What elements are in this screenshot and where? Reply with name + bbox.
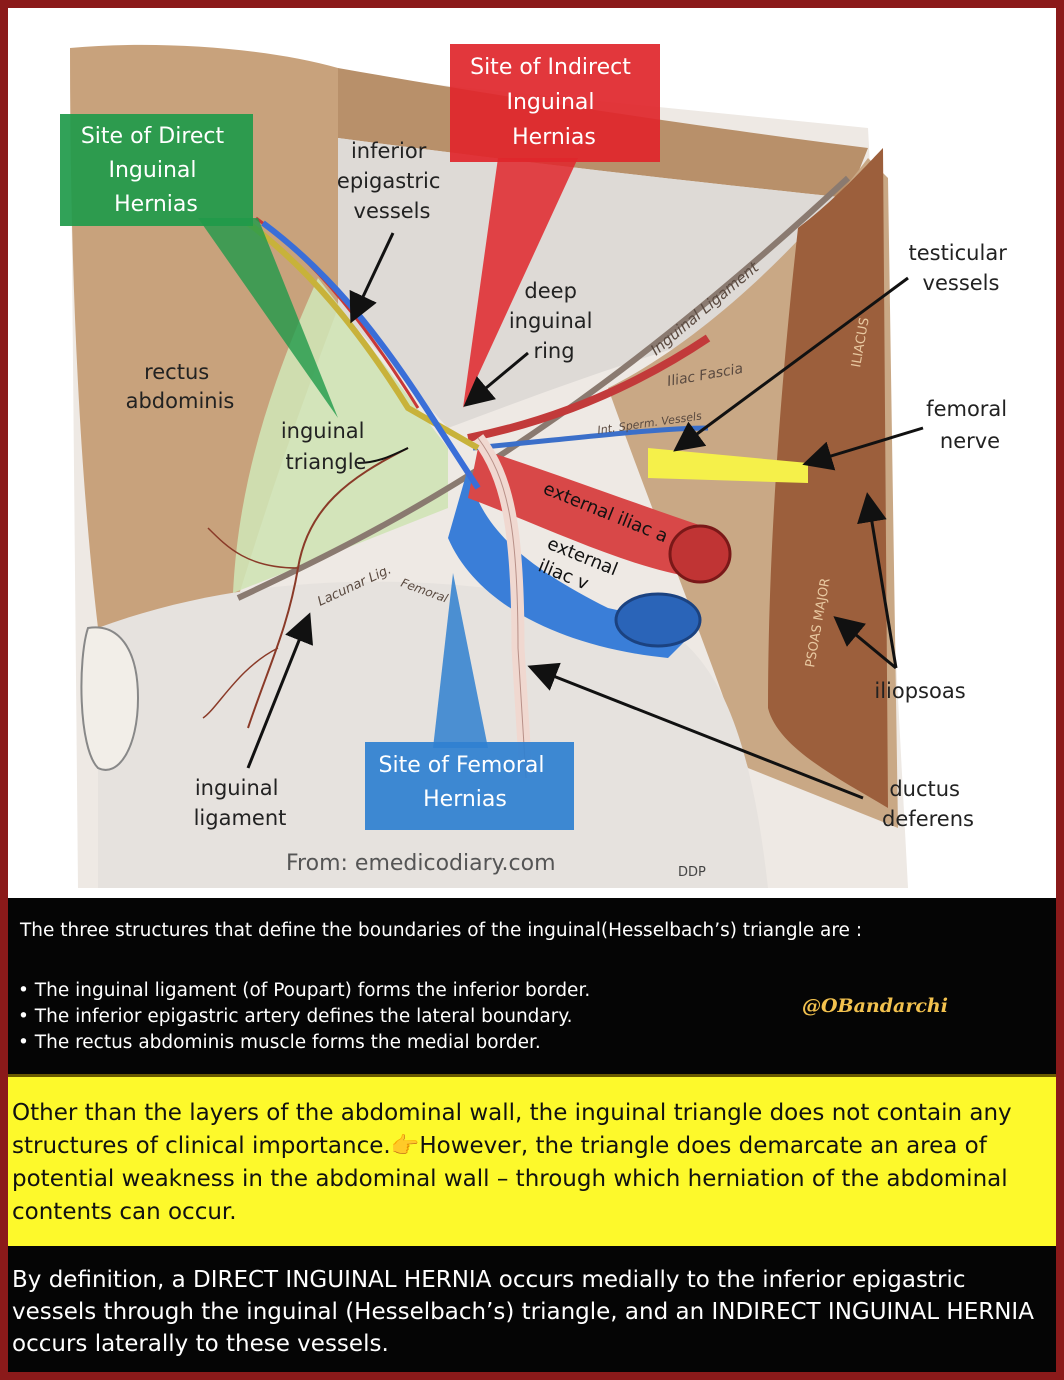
testicular-label: testicular vessels (908, 241, 1013, 295)
testicular-vessels (467, 334, 711, 442)
peritoneum (338, 138, 848, 428)
ductus-outline (477, 437, 527, 779)
boundaries-intro: The three structures that define the bou… (20, 920, 863, 941)
bullet-medial-border: • The rectus abdominis muscle forms the … (18, 1032, 541, 1053)
pubic-bone (80, 626, 140, 771)
iliopsoas-leader-2 (857, 492, 898, 669)
definition-text: By definition, a DIRECT INGUINAL HERNIA … (12, 1267, 1034, 1357)
inferior-epigastric-vessels (246, 220, 480, 451)
iliopsoas-leader-1 (833, 616, 897, 670)
boundaries-panel: The three structures that define the bou… (8, 898, 1056, 1074)
iliopsoas-label: iliopsoas (874, 679, 965, 703)
bullet-inferior-border: • The inguinal ligament (of Poupart) for… (18, 980, 591, 1001)
femoral-nerve-shape (648, 448, 808, 483)
pelvic-floor (98, 581, 768, 888)
bullet-lateral-boundary: • The inferior epigastric artery defines… (18, 1006, 573, 1027)
clinical-note-text: Other than the layers of the abdominal w… (12, 1100, 1012, 1225)
indirect-hernia-pointer (463, 158, 578, 408)
femoral-nerve-label: femoral nerve (926, 397, 1014, 453)
deep-ring-label: deep inguinal ring (509, 279, 599, 363)
direct-hernia-label: Site of Direct Inguinal Hernias (81, 124, 231, 217)
deep-ring-leader (463, 351, 529, 407)
testicular-leader (673, 276, 909, 452)
ligament-label: inguinal ligament (194, 776, 287, 830)
source-credit: From: emedicodiary.com (286, 851, 556, 876)
femoral-hernia-pointer (433, 573, 488, 748)
femoral-hernia-label: Site of Femoral Hernias (379, 753, 552, 812)
ductus-label: ductus deferens (882, 777, 974, 831)
indirect-hernia-label: Site of Indirect Inguinal Hernias (470, 55, 638, 150)
epigastric-label: inferior epigastric vessels (337, 139, 447, 223)
obturator-branches (247, 447, 409, 729)
triangle-label: inguinal triangle (281, 419, 371, 474)
author-handle: @OBandarchi (802, 995, 948, 1017)
iliac-vein-end (614, 592, 702, 648)
iliac-artery-end (668, 524, 732, 584)
ddp-mark: DDP (678, 865, 706, 880)
ligament-leader (246, 612, 314, 769)
clinical-note-panel: Other than the layers of the abdominal w… (8, 1074, 1056, 1246)
ductus-leader (527, 662, 864, 800)
triangle-leader (357, 447, 409, 464)
indirect-hernia-box (450, 44, 660, 162)
definition-panel: By definition, a DIRECT INGUINAL HERNIA … (8, 1246, 1056, 1372)
epigastric-leader (349, 232, 395, 324)
anatomy-diagram: Inguinal Ligament Iliac Fascia Int. Sper… (60, 44, 1014, 888)
femoral-nerve-leader (802, 426, 924, 471)
infographic: Inguinal Ligament Iliac Fascia Int. Sper… (8, 8, 1056, 1372)
rectus-label: rectus abdominis (126, 360, 235, 413)
direct-hernia-box (60, 114, 253, 226)
inguinal-triangle-area (233, 278, 448, 593)
external-iliac-artery (468, 448, 708, 578)
femoral-hernia-box (365, 742, 574, 830)
direct-hernia-pointer (198, 218, 338, 418)
small-branch (202, 527, 299, 719)
